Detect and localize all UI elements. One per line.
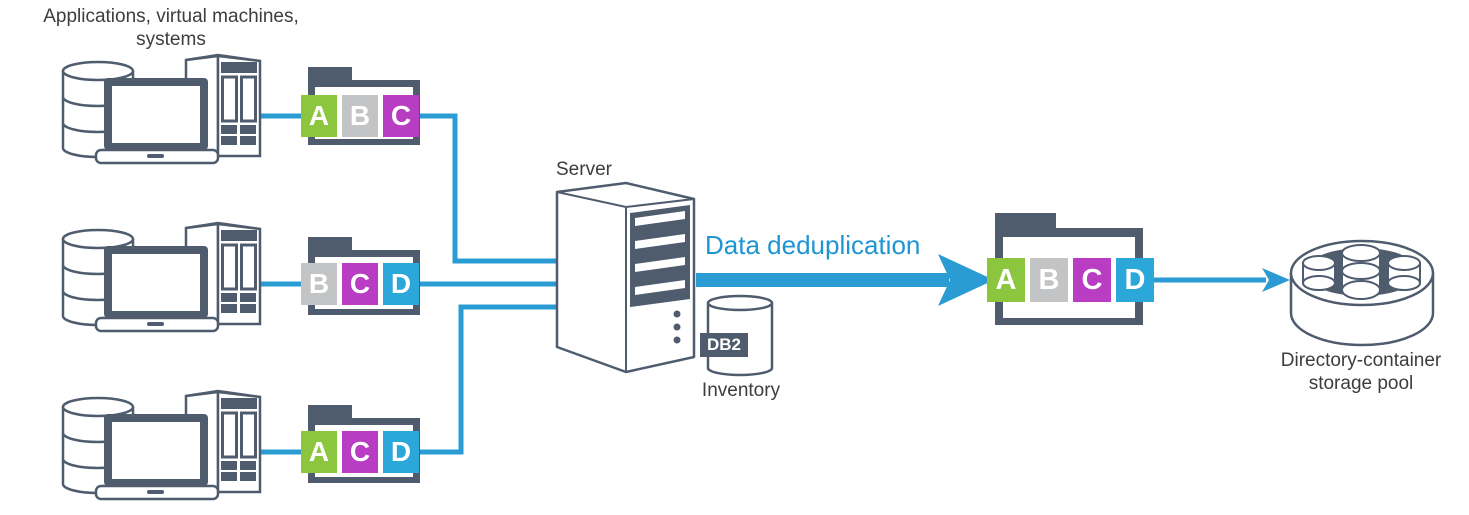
dedup-chip-a: A bbox=[987, 258, 1025, 302]
extent-chip-d: D bbox=[383, 263, 419, 305]
client-cluster-1 bbox=[61, 53, 262, 165]
deduplication-arrow-icon bbox=[696, 254, 994, 306]
deduplication-label: Data deduplication bbox=[705, 230, 921, 260]
dedup-chip-c: C bbox=[1073, 258, 1111, 302]
extent-chip-a: A bbox=[301, 431, 337, 473]
dedup-chip-d: D bbox=[1116, 258, 1154, 302]
connector-lines bbox=[254, 113, 560, 455]
client-cluster-3 bbox=[61, 389, 262, 501]
storage-pool-label-line2: storage pool bbox=[1308, 373, 1414, 394]
deduplicated-folder-icon bbox=[995, 213, 1143, 325]
dedup-chip-b: B bbox=[1030, 258, 1068, 302]
storage-pool-icon bbox=[1289, 239, 1435, 347]
extent-chip-a: A bbox=[301, 95, 337, 137]
extent-chip-b: B bbox=[342, 95, 378, 137]
extent-chip-c: C bbox=[342, 431, 378, 473]
extent-chip-c: C bbox=[342, 263, 378, 305]
client-cluster-2 bbox=[61, 221, 262, 333]
extent-chip-b: B bbox=[301, 263, 337, 305]
sources-label-line1: Applications, virtual machines, bbox=[43, 6, 299, 27]
sources-label: Applications, virtual machines, systems bbox=[18, 5, 324, 51]
pool-arrow-icon bbox=[1154, 268, 1290, 292]
extent-chip-c: C bbox=[383, 95, 419, 137]
inventory-label: Inventory bbox=[701, 380, 781, 401]
storage-pool-label-line1: Directory-container bbox=[1280, 350, 1442, 371]
storage-pool-label: Directory-container storage pool bbox=[1278, 349, 1444, 395]
extent-chip-d: D bbox=[383, 431, 419, 473]
server-icon bbox=[555, 181, 696, 374]
db2-badge: DB2 bbox=[700, 333, 748, 357]
server-label: Server bbox=[556, 159, 612, 180]
sources-label-line2: systems bbox=[136, 29, 206, 50]
